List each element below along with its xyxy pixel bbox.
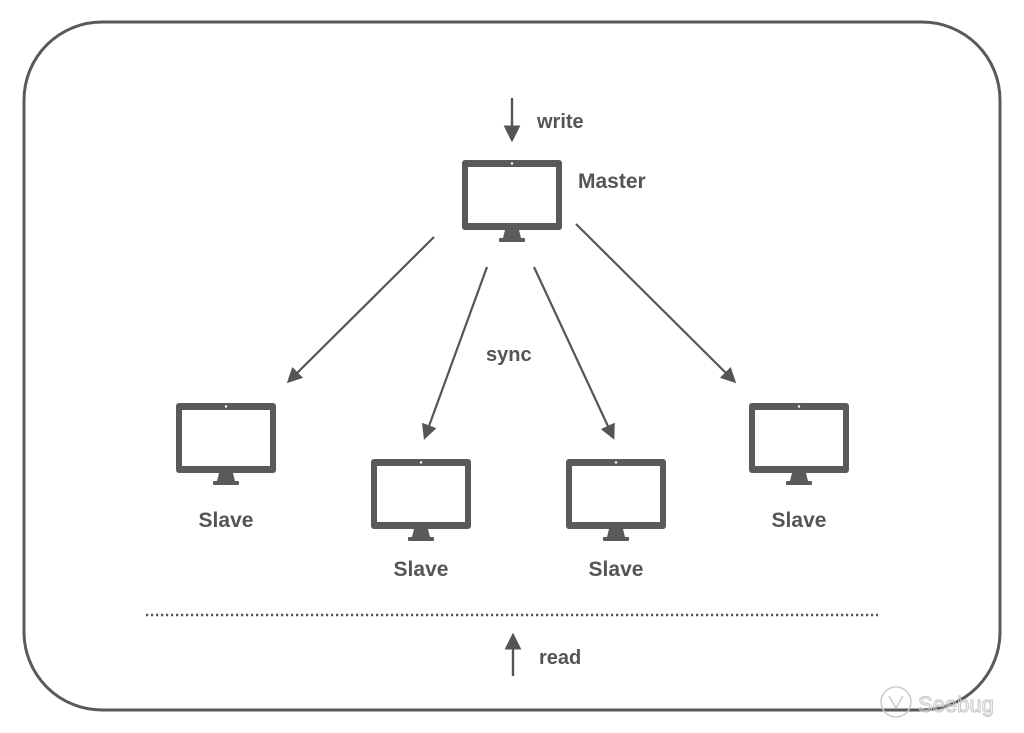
master-monitor-icon (462, 160, 562, 242)
sync-arrow-slave-1 (286, 236, 435, 384)
sync-arrow-slave-2 (421, 266, 489, 440)
slave-label: Slave (394, 558, 449, 581)
read-label: read (539, 647, 581, 669)
slave-monitor-icon (749, 403, 849, 485)
sync-arrow-slave-3 (533, 266, 615, 440)
slave-monitor-icon (176, 403, 276, 485)
seebug-brand-text: Seebug (918, 692, 994, 717)
sync-label: sync (486, 344, 532, 366)
slave-monitor-icon (566, 459, 666, 541)
master-label: Master (578, 170, 646, 193)
sync-arrow-slave-4 (575, 223, 737, 384)
slave-label: Slave (772, 509, 827, 532)
slave-label: Slave (589, 558, 644, 581)
seebug-watermark: Seebug (880, 686, 994, 718)
slave-monitor-icon (371, 459, 471, 541)
diagram-frame (22, 20, 1002, 712)
write-label: write (536, 111, 584, 133)
slave-label: Slave (199, 509, 254, 532)
seebug-logo-icon (880, 686, 912, 718)
